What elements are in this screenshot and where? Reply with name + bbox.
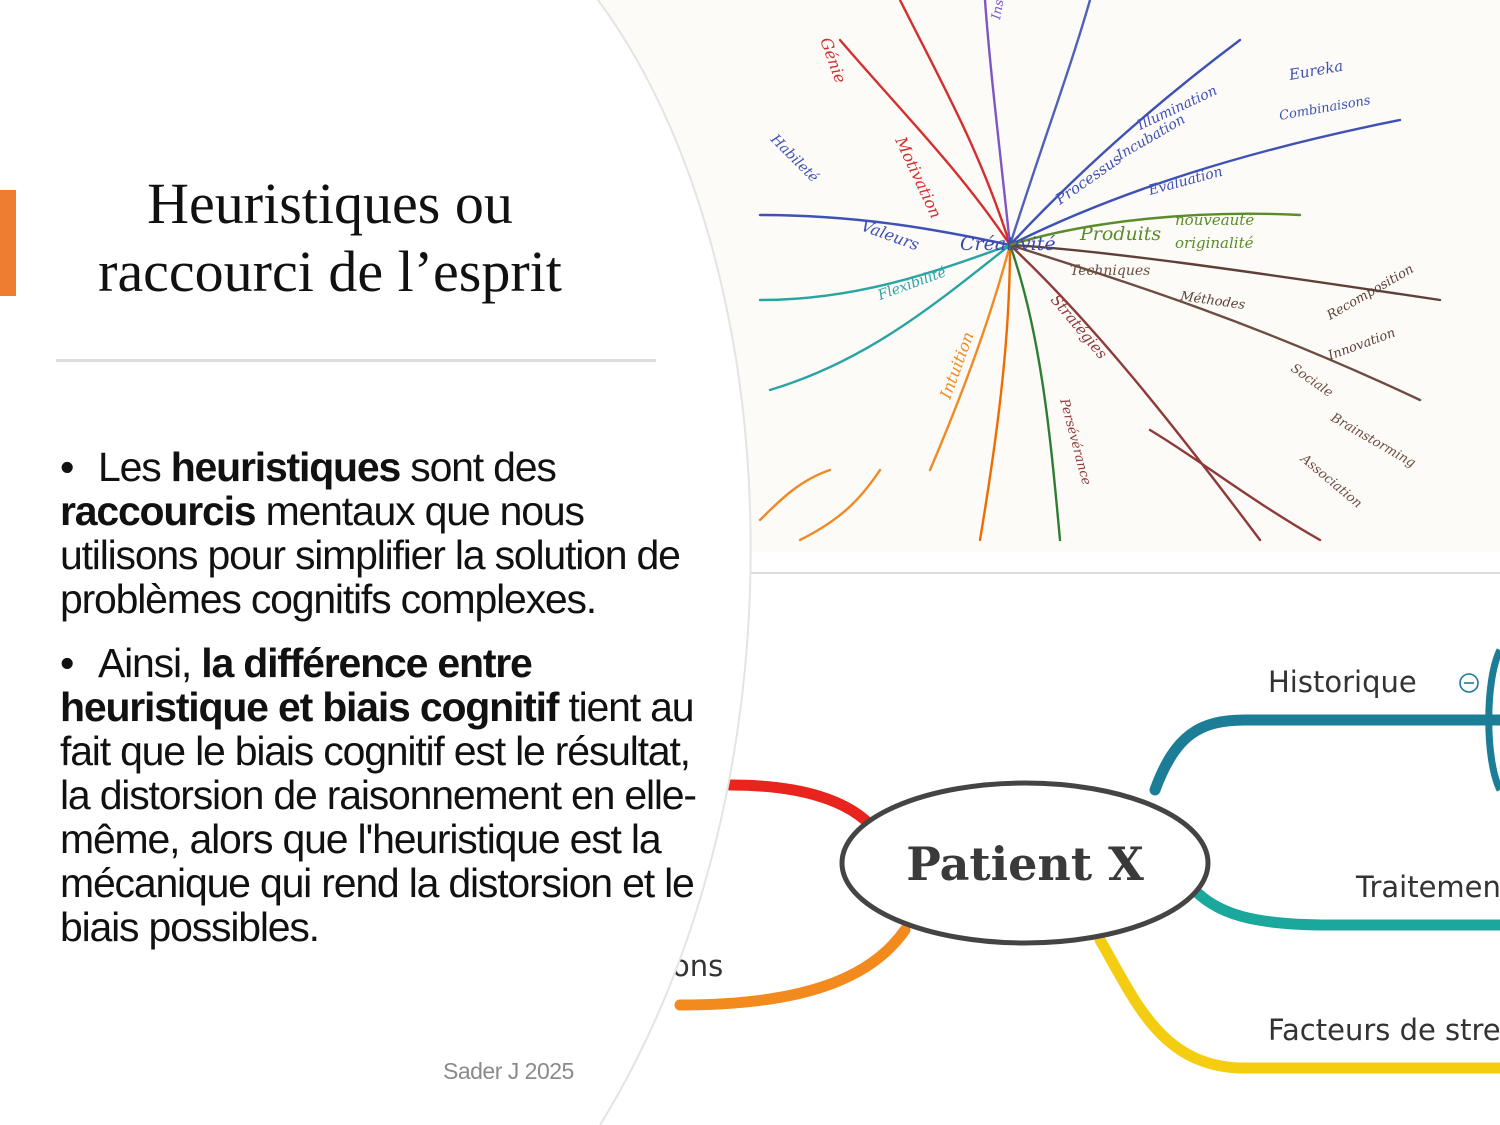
bullet-text: sont des: [400, 444, 557, 490]
slide-title: Heuristiques ou raccourci de l’esprit: [60, 170, 600, 306]
title-divider: [56, 359, 656, 362]
bullet-text: Les: [98, 444, 171, 490]
branch-historique: Historique: [1268, 665, 1417, 699]
patient-mindmap: Patient X Historique Traitemen Facteurs …: [672, 572, 1500, 1074]
branch-facteurs-de-stress: Facteurs de stre: [1268, 1013, 1500, 1047]
bullet-text: Ainsi,: [98, 640, 202, 686]
bullet-item-difference: • Ainsi, la différence entre heuristique …: [60, 641, 700, 949]
word-nouveaute: nouveauté: [1175, 211, 1254, 229]
word-produits: Produits: [1079, 223, 1161, 245]
bullet-list: • Les heuristiques sont des raccourcis me…: [60, 445, 700, 969]
title-line-2: raccourci de l’esprit: [98, 239, 562, 304]
bullet-text: tient au fait que le biais cognitif est …: [60, 684, 697, 950]
accent-bar: [0, 190, 16, 296]
bullet-bold-text: raccourcis: [60, 488, 257, 534]
word-techniques: Techniques: [1070, 263, 1150, 279]
word-originalite: originalité: [1175, 234, 1254, 252]
bullet-item-heuristiques: • Les heuristiques sont des raccourcis me…: [60, 445, 700, 621]
branch-traitement: Traitemen: [1355, 870, 1500, 904]
bullet-dot: •: [60, 640, 74, 686]
bullet-bold-text: la différence entre heuristique et biais…: [60, 640, 559, 730]
word-creativite: Créativité: [960, 233, 1056, 255]
text-panel-curve: [0, 0, 751, 1125]
patient-center-label: Patient X: [906, 837, 1144, 891]
bullet-dot: •: [60, 444, 74, 490]
title-line-1: Heuristiques ou: [147, 171, 513, 236]
footer-credit: Sader J 2025: [443, 1058, 574, 1084]
bullet-bold-text: heuristiques: [170, 444, 402, 490]
bullet-text: mentaux que nous utilisons pour simplifi…: [60, 488, 681, 622]
